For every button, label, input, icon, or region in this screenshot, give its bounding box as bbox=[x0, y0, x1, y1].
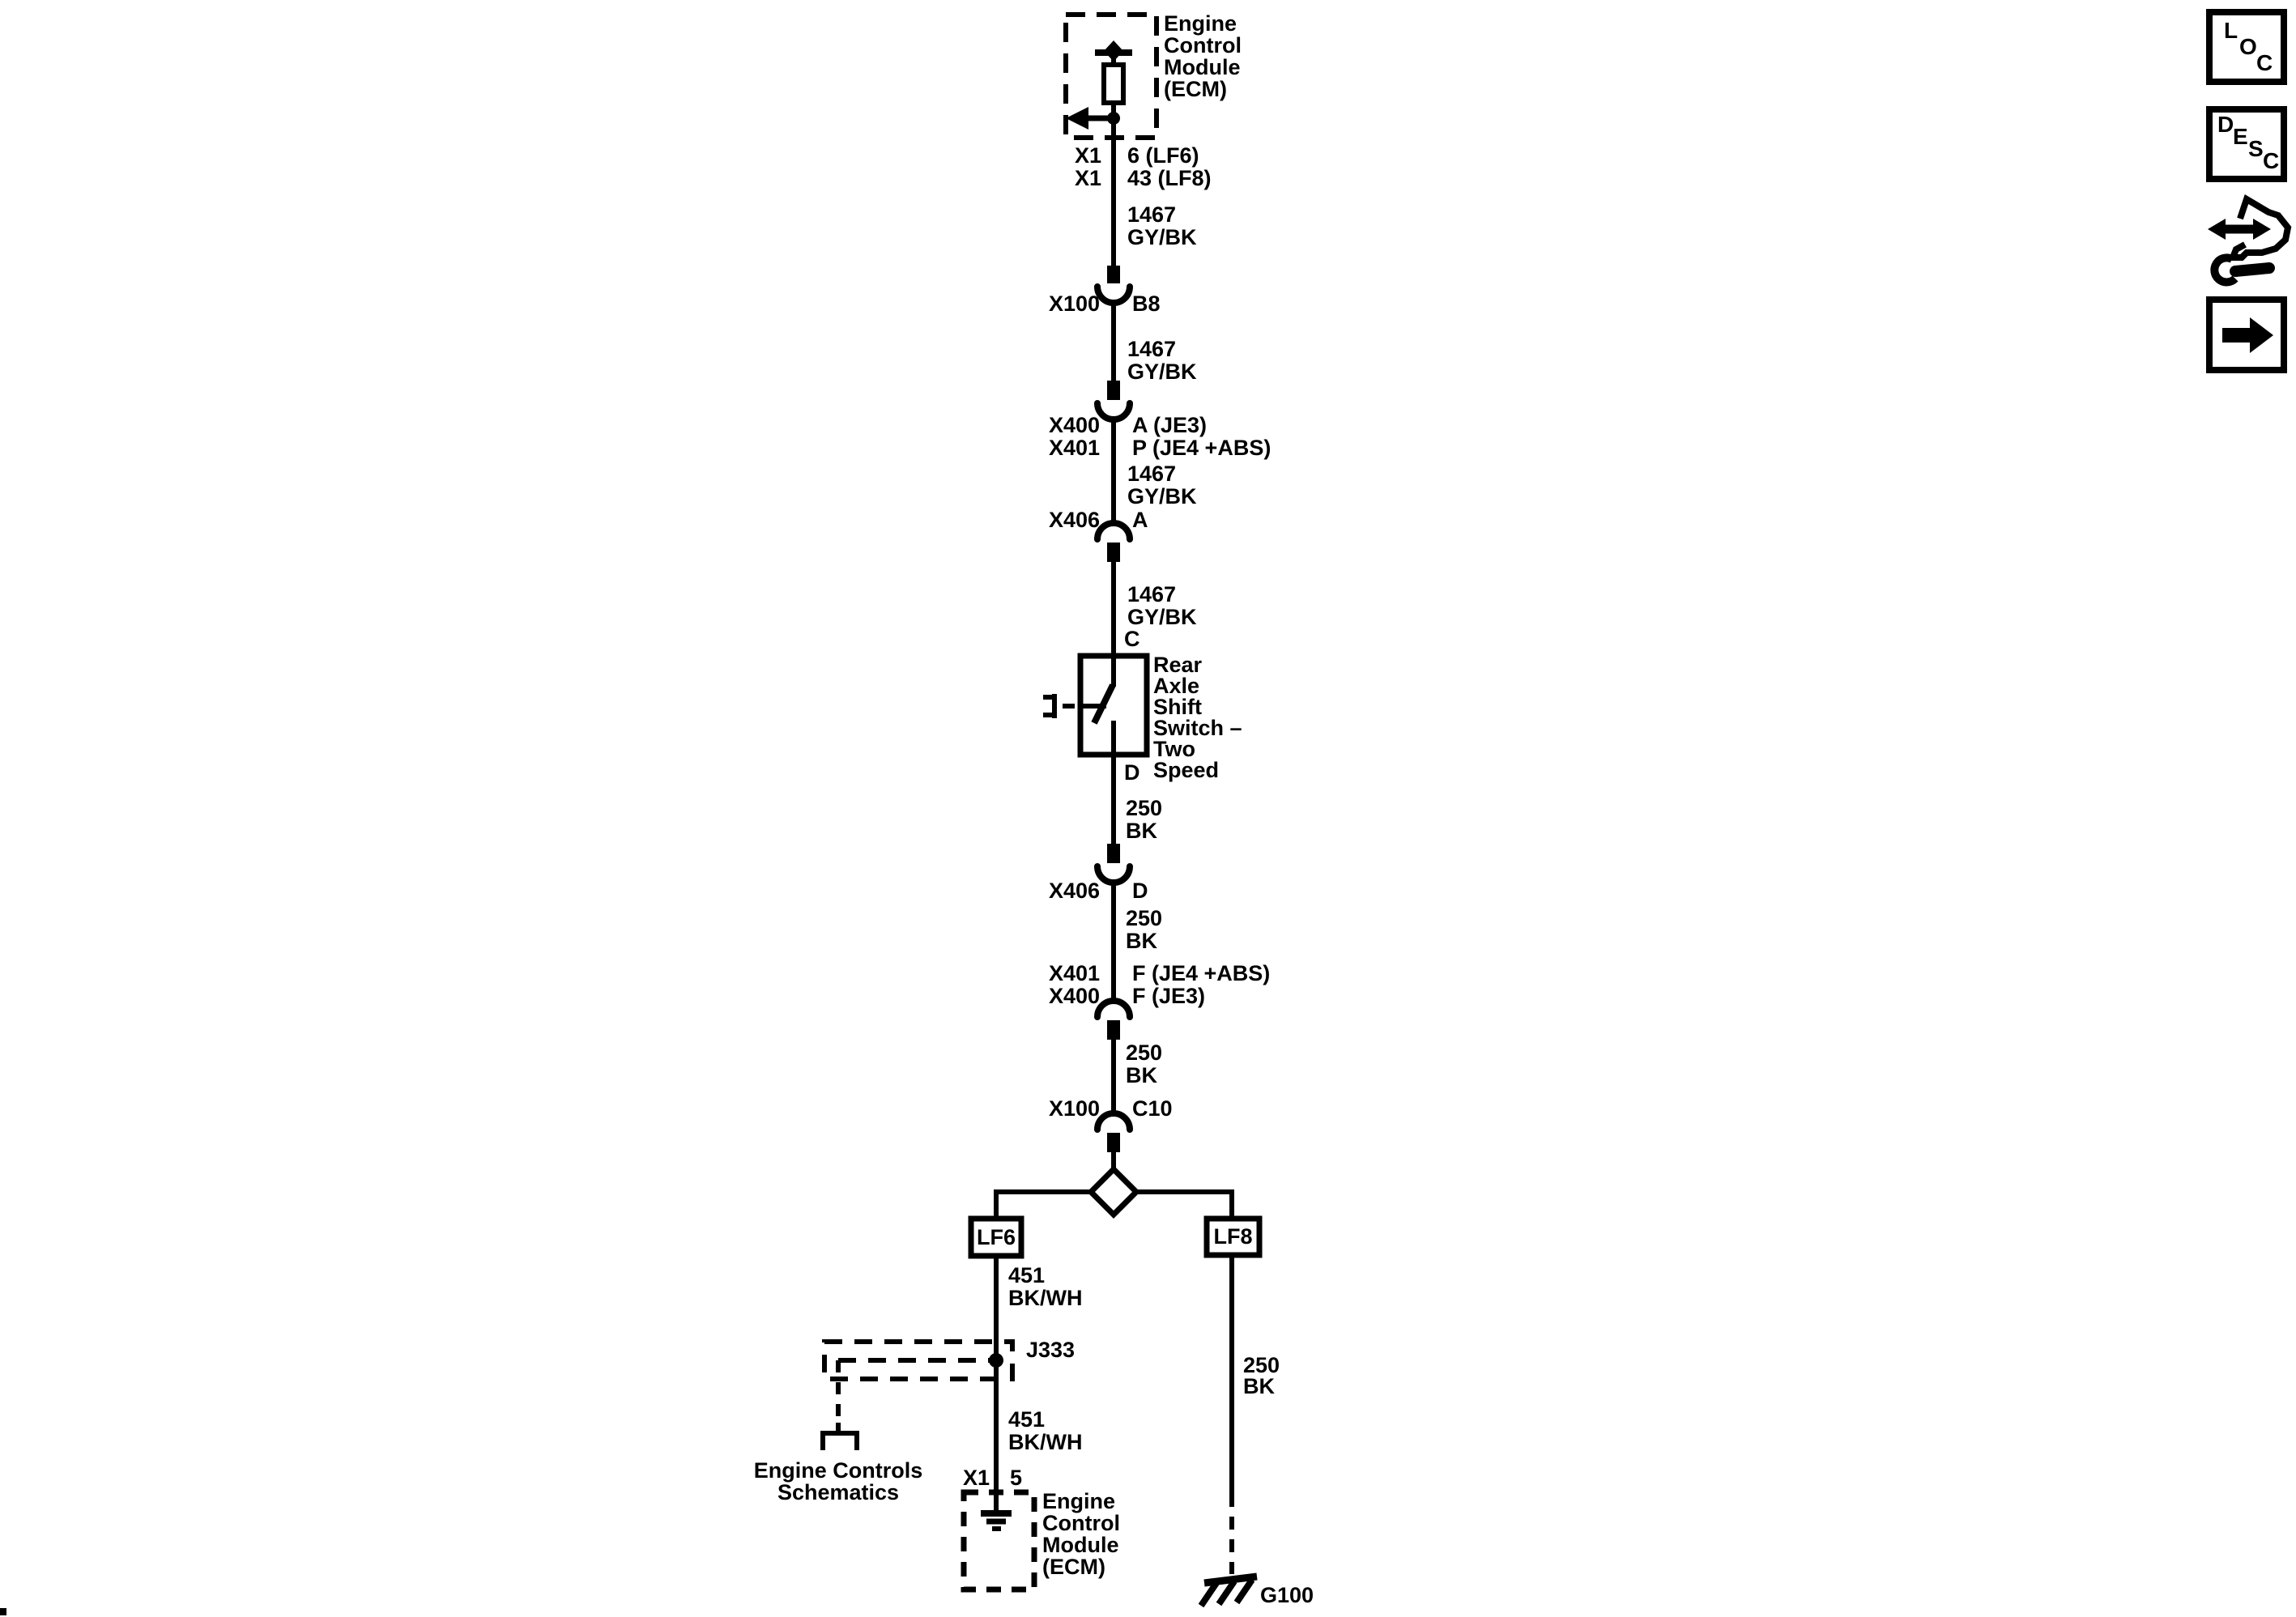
wire-label-250-1: 250 BK bbox=[1126, 796, 1163, 843]
wire-label-451-1: 451 BK/WH bbox=[1008, 1263, 1083, 1310]
bottom-ecm-dashed-box bbox=[961, 1489, 1037, 1593]
connector-x406-in-name: X406 bbox=[1048, 508, 1100, 532]
desc-letter-e: E bbox=[2233, 124, 2248, 149]
wire-label-250-2: 250 BK bbox=[1126, 906, 1163, 953]
lf8-option-label: LF8 bbox=[1213, 1224, 1253, 1249]
connector-x400-out-pin: F (JE3) bbox=[1132, 984, 1206, 1008]
switch-actuator-link bbox=[1043, 694, 1075, 718]
desc-button[interactable] bbox=[2206, 106, 2287, 182]
splice-diamond bbox=[1087, 1165, 1140, 1219]
wire-label-1467-4: 1467 GY/BK bbox=[1127, 582, 1197, 629]
resistor-symbol bbox=[1101, 62, 1126, 105]
connector-x100-b8-pin: B8 bbox=[1132, 291, 1161, 316]
wire-label-451-2: 451 BK/WH bbox=[1008, 1407, 1083, 1454]
connector-symbol-x406-d bbox=[1094, 844, 1133, 886]
switch-pin-d: D bbox=[1124, 760, 1140, 785]
vehicle-repair-icon[interactable] bbox=[2208, 194, 2292, 287]
g100-ground-symbol bbox=[1198, 1572, 1258, 1608]
connector-x100-out-name: X100 bbox=[1048, 1096, 1100, 1121]
lf6-option-label: LF6 bbox=[976, 1224, 1016, 1249]
connector-x401-in-name: X401 bbox=[1048, 436, 1100, 460]
connector-symbol-x400-f bbox=[1094, 998, 1133, 1040]
connector-x400-out-name: X400 bbox=[1048, 984, 1100, 1008]
wrench-icon bbox=[2210, 253, 2238, 287]
branch-wires bbox=[994, 1189, 1234, 1219]
diamond-terminal bbox=[1104, 40, 1123, 62]
connector-x400-in-name: X400 bbox=[1048, 413, 1100, 437]
connector-symbol-x400-ap bbox=[1094, 381, 1133, 423]
connector-x401-out-name: X401 bbox=[1048, 961, 1100, 985]
ecm-driver-symbol bbox=[1066, 40, 1132, 138]
connector-x401-in-pin: P (JE4 +ABS) bbox=[1132, 436, 1272, 460]
loc-button[interactable] bbox=[2206, 9, 2287, 85]
connector-x406-in-pin: A bbox=[1132, 508, 1148, 532]
splice-j333-label: J333 bbox=[1026, 1338, 1076, 1362]
connector-x406-out-pin: D bbox=[1132, 879, 1148, 903]
switch-pin-c: C bbox=[1124, 627, 1140, 651]
top-pin2-number: 43 (LF8) bbox=[1127, 166, 1212, 190]
splice-dot bbox=[989, 1353, 1003, 1368]
connector-symbol-x100-c10 bbox=[1094, 1110, 1133, 1152]
top-ecm-label: Engine Control Module (ECM) bbox=[1164, 11, 1242, 101]
page-artifact-dot bbox=[0, 1608, 6, 1615]
wire-label-1467-3: 1467 GY/BK bbox=[1127, 462, 1197, 509]
top-pin2-connector: X1 bbox=[1074, 166, 1101, 190]
loc-letter-c: C bbox=[2256, 50, 2273, 75]
loc-letter-o: O bbox=[2239, 34, 2257, 59]
top-pin1-number: 6 (LF6) bbox=[1127, 143, 1199, 168]
bottom-ecm-label: Engine Control Module (ECM) bbox=[1042, 1489, 1120, 1579]
desc-letter-s: S bbox=[2248, 136, 2264, 161]
connector-x401-out-pin: F (JE4 +ABS) bbox=[1132, 961, 1271, 985]
reference-bracket bbox=[820, 1423, 859, 1450]
j333-splice-callout bbox=[822, 1339, 1015, 1427]
wire-label-1467-1: 1467 GY/BK bbox=[1127, 202, 1197, 249]
wire-label-1467-2: 1467 GY/BK bbox=[1127, 337, 1197, 384]
connector-symbol-x100-b8 bbox=[1094, 266, 1133, 306]
desc-letter-d: D bbox=[2217, 112, 2234, 137]
connector-x400-in-pin: A (JE3) bbox=[1132, 413, 1208, 437]
bottom-pin-number: 5 bbox=[1010, 1466, 1023, 1490]
next-arrow-button[interactable] bbox=[2206, 296, 2287, 373]
ground-g100-label: G100 bbox=[1260, 1583, 1314, 1607]
bottom-pin-connector: X1 bbox=[962, 1466, 990, 1490]
connector-x406-out-name: X406 bbox=[1048, 879, 1100, 903]
rear-axle-shift-switch-box bbox=[1077, 653, 1150, 758]
connector-x100-b8-name: X100 bbox=[1048, 291, 1100, 316]
wire-label-250-4: 250 BK bbox=[1243, 1353, 1280, 1398]
switch-name-label: Rear Axle Shift Switch – Two Speed bbox=[1153, 653, 1242, 782]
connector-symbol-x406-a bbox=[1094, 520, 1133, 562]
reference-label: Engine Controls Schematics bbox=[753, 1458, 923, 1504]
wire-label-250-3: 250 BK bbox=[1126, 1040, 1163, 1087]
left-arrowhead bbox=[1066, 107, 1088, 130]
ecm-ground-symbol bbox=[981, 1492, 1012, 1531]
right-arrow-icon bbox=[2250, 317, 2273, 353]
top-pin1-connector: X1 bbox=[1074, 143, 1101, 168]
loc-letter-l: L bbox=[2224, 18, 2238, 43]
connector-x100-out-pin: C10 bbox=[1132, 1096, 1173, 1121]
desc-letter-c: C bbox=[2263, 148, 2280, 173]
